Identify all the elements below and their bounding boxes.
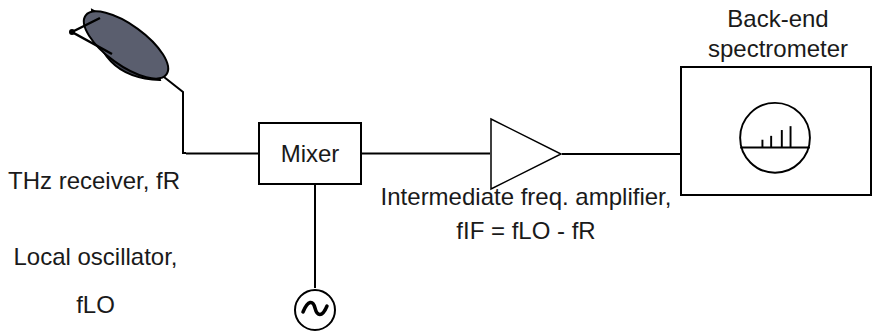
signal-wire <box>362 153 490 155</box>
spectrometer-box-outline <box>682 68 870 194</box>
mixer-box: Mixer <box>258 122 362 185</box>
amplifier-triangle-shape <box>491 119 561 189</box>
amplifier-triangle: Intermediate freq. amplifier, fIF = fLO … <box>490 118 562 190</box>
node-label: Mixer <box>260 124 360 183</box>
feed-horn <box>69 29 75 35</box>
oscillator-symbol-outline <box>293 288 337 332</box>
spectral-line <box>781 130 783 147</box>
spectrometer-box: Back-end spectrometer <box>680 66 872 196</box>
dish-feed <box>72 18 112 54</box>
spectrum-display <box>740 103 810 173</box>
node-label: Back-end spectrometer <box>682 4 874 64</box>
oscillator-symbol: Local oscillator, fLO <box>293 288 337 332</box>
amplifier-triangle-outline <box>490 118 562 190</box>
node-label: Intermediate freq. amplifier, fIF = fLO … <box>375 180 677 248</box>
sine-symbol <box>303 302 327 314</box>
dish-illustration <box>69 0 186 153</box>
spectral-line <box>770 136 772 148</box>
node-label: THz receiver, fR <box>8 166 180 196</box>
display-screen <box>740 103 810 173</box>
dish-reflector <box>74 0 178 91</box>
signal-wire <box>186 153 258 155</box>
spectral-line <box>790 126 792 147</box>
oscillator-circle <box>295 290 335 330</box>
node-label: Local oscillator, fLO <box>8 233 183 329</box>
signal-wire <box>314 185 316 288</box>
spectrum-baseline <box>740 147 810 149</box>
receiver-dish: THz receiver, fR <box>0 0 186 205</box>
spectral-line <box>761 140 763 148</box>
signal-wire <box>562 153 680 155</box>
